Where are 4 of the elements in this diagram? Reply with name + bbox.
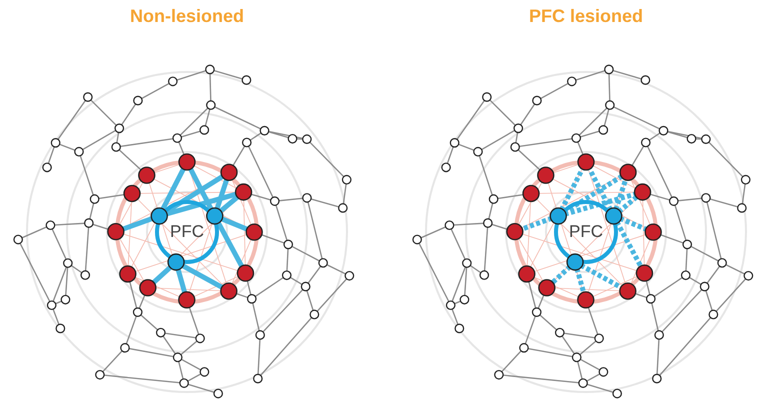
- region-label: PFC: [569, 222, 603, 242]
- region-label: PFC: [170, 222, 204, 242]
- panel-title: Non-lesioned: [130, 6, 244, 27]
- panel-title: PFC lesioned: [528, 6, 644, 27]
